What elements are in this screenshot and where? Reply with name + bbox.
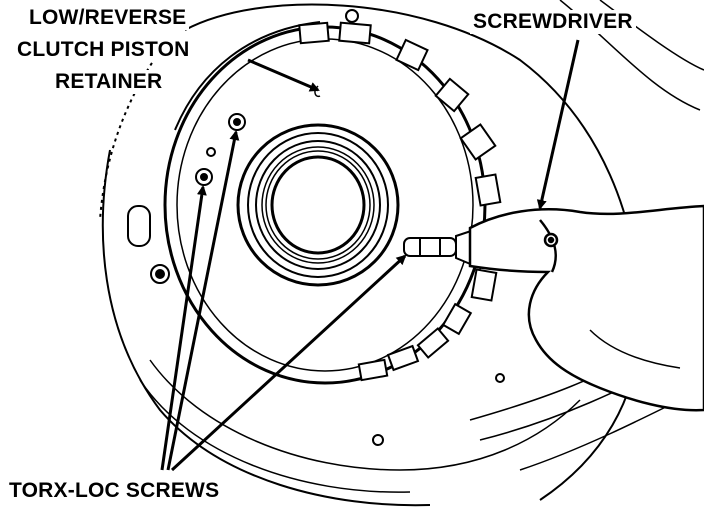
technician-hand: [468, 204, 704, 412]
screw-arrow-right: [170, 254, 407, 472]
torx-loc-screws-label: TORX-LOC SCREWS: [6, 479, 223, 503]
clutch-spline-teeth: [298, 21, 502, 382]
center-hub: [236, 123, 400, 287]
retainer-label-line-3: RETAINER: [52, 70, 166, 94]
screw-arrow-upper: [166, 130, 240, 471]
screw-arrow-lower: [160, 185, 207, 471]
callout-arrows: [160, 39, 580, 472]
torx-loc-screws: [195, 113, 246, 186]
screwdriver-arrow: [536, 39, 580, 210]
retainer-label-line-2: CLUTCH PISTON: [14, 38, 193, 62]
retainer-label-line-1: LOW/REVERSE: [26, 6, 190, 30]
retainer-arrow: [247, 58, 320, 92]
screwdriver: [403, 226, 481, 270]
case-bosses: [127, 9, 505, 446]
screwdriver-label: SCREWDRIVER: [470, 10, 636, 34]
